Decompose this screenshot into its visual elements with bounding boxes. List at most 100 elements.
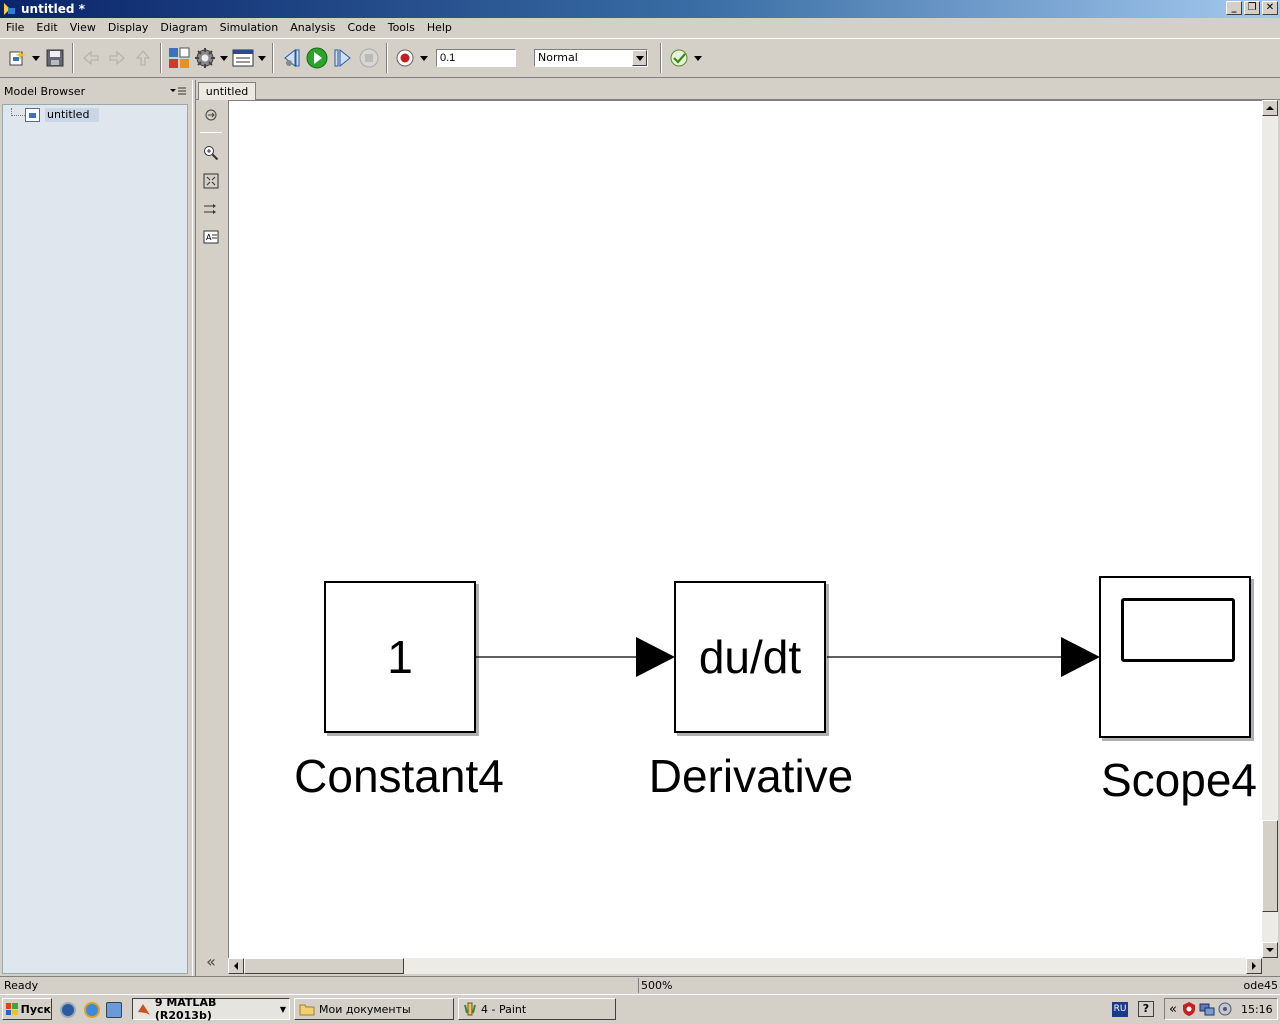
signal-lines [476, 637, 1100, 677]
vertical-scrollbar[interactable] [1262, 100, 1278, 958]
status-bar: Ready 500% ode45 [0, 976, 1280, 994]
antivirus-shield-icon[interactable] [1181, 1001, 1197, 1017]
derivative-symbol: du/dt [698, 631, 802, 683]
matlab-icon [138, 1004, 150, 1015]
menu-simulation[interactable]: Simulation [219, 21, 279, 34]
close-button[interactable]: ✕ [1262, 1, 1278, 15]
save-icon [46, 49, 64, 67]
chevron-down-icon[interactable] [632, 50, 647, 66]
back-button[interactable] [78, 45, 104, 71]
menu-analysis[interactable]: Analysis [290, 21, 336, 34]
annotation-button[interactable]: A [202, 228, 220, 246]
toolbar-separator [160, 43, 162, 73]
arrow-right-icon [109, 50, 125, 66]
toolbar-separator [72, 43, 74, 73]
horizontal-scrollbar[interactable] [228, 958, 1262, 974]
media-player-icon[interactable] [60, 1002, 76, 1018]
record-button[interactable] [392, 45, 418, 71]
derivative-block-label[interactable]: Derivative [648, 750, 854, 802]
volume-icon[interactable] [1217, 1001, 1233, 1017]
restore-button[interactable]: ❐ [1244, 1, 1260, 15]
toolbar-separator [660, 43, 662, 73]
menu-tools[interactable]: Tools [387, 21, 415, 34]
task-label: 9 MATLAB (R2013b) [154, 996, 217, 1022]
step-back-button[interactable] [278, 45, 304, 71]
chevron-down-icon [1266, 948, 1274, 952]
up-button[interactable] [130, 45, 156, 71]
route-lines-button[interactable] [202, 200, 220, 218]
task-matlab[interactable]: 9 MATLAB (R2013b) ▼ [132, 996, 290, 1022]
minimize-button[interactable]: _ [1226, 1, 1242, 15]
model-icon [25, 108, 40, 122]
model-config-button[interactable] [192, 45, 218, 71]
model-canvas[interactable]: 1 Constant4 du/dt Derivative Scope4 [228, 100, 1262, 958]
model-advisor-dropdown[interactable] [692, 45, 704, 71]
tree-item-untitled[interactable]: untitled [11, 108, 100, 122]
simulation-mode-select[interactable]: Normal [534, 49, 648, 67]
zoom-level: 500% [638, 978, 1238, 993]
new-model-button[interactable] [4, 45, 30, 71]
stop-time-input[interactable] [436, 49, 516, 67]
record-dropdown[interactable] [418, 45, 430, 71]
model-explorer-icon [232, 49, 254, 67]
model-explorer-button[interactable] [230, 45, 256, 71]
check-icon [670, 49, 688, 67]
panel-splitter[interactable] [192, 80, 196, 976]
title-bar[interactable]: untitled * _ ❐ ✕ [0, 0, 1280, 18]
expand-tray-icon[interactable]: « [1169, 1001, 1177, 1017]
desktop-icon[interactable] [106, 1002, 122, 1018]
window-controls: _ ❐ ✕ [1226, 1, 1278, 15]
menu-diagram[interactable]: Diagram [160, 21, 208, 34]
scope-block[interactable] [1099, 576, 1251, 738]
scroll-down-button[interactable] [1262, 942, 1278, 958]
chevron-down-icon: ▼ [279, 1004, 286, 1014]
forward-button[interactable] [104, 45, 130, 71]
arrows-right-icon [204, 204, 216, 214]
menu-view[interactable]: View [69, 21, 96, 34]
vertical-scroll-thumb[interactable] [1262, 820, 1278, 912]
model-explorer-dropdown[interactable] [256, 45, 268, 71]
stop-button[interactable] [356, 45, 382, 71]
save-button[interactable] [42, 45, 68, 71]
windows-logo-icon [6, 1003, 18, 1015]
library-browser-button[interactable] [166, 45, 192, 71]
model-config-dropdown[interactable] [218, 45, 230, 71]
help-icon[interactable]: ? [1138, 1001, 1154, 1017]
fit-to-view-button[interactable] [202, 172, 220, 190]
new-model-dropdown[interactable] [30, 45, 42, 71]
network-icon[interactable] [1199, 1001, 1215, 1017]
input-port-arrow [636, 637, 675, 677]
model-hierarchy-tree: untitled [2, 104, 188, 974]
input-port-arrow [1061, 637, 1100, 677]
zoom-in-icon [204, 146, 219, 161]
task-my-documents[interactable]: Мои документы [294, 998, 454, 1020]
zoom-button[interactable] [202, 144, 220, 162]
menu-display[interactable]: Display [107, 21, 149, 34]
run-button[interactable] [304, 45, 330, 71]
language-indicator[interactable]: RU [1112, 1002, 1128, 1017]
scroll-left-button[interactable] [228, 958, 244, 974]
menu-edit[interactable]: Edit [36, 21, 58, 34]
clock[interactable]: 15:16 [1240, 1002, 1273, 1016]
step-forward-button[interactable] [330, 45, 356, 71]
menu-file[interactable]: File [6, 21, 25, 34]
arrow-up-icon [135, 50, 151, 66]
constant-block-label[interactable]: Constant4 [294, 750, 504, 802]
scope-block-label[interactable]: Scope4 [1100, 754, 1257, 806]
scroll-up-button[interactable] [1262, 100, 1278, 116]
derivative-block[interactable]: du/dt [674, 581, 826, 733]
menu-help[interactable]: Help [426, 21, 452, 34]
hide-browser-button[interactable] [202, 106, 220, 124]
menu-code[interactable]: Code [347, 21, 376, 34]
start-button[interactable]: Пуск [2, 998, 52, 1020]
scroll-right-button[interactable] [1246, 958, 1262, 974]
horizontal-scroll-thumb[interactable] [244, 958, 404, 974]
panel-menu-icon[interactable] [170, 86, 186, 96]
collapse-palette-button[interactable]: « [202, 952, 220, 971]
constant-block[interactable]: 1 [324, 581, 476, 733]
solver-name[interactable]: ode45 [1243, 979, 1278, 992]
internet-explorer-icon[interactable] [84, 1002, 100, 1018]
tab-untitled[interactable]: untitled [198, 82, 256, 100]
task-paint[interactable]: 4 - Paint [458, 998, 616, 1020]
model-advisor-button[interactable] [666, 45, 692, 71]
